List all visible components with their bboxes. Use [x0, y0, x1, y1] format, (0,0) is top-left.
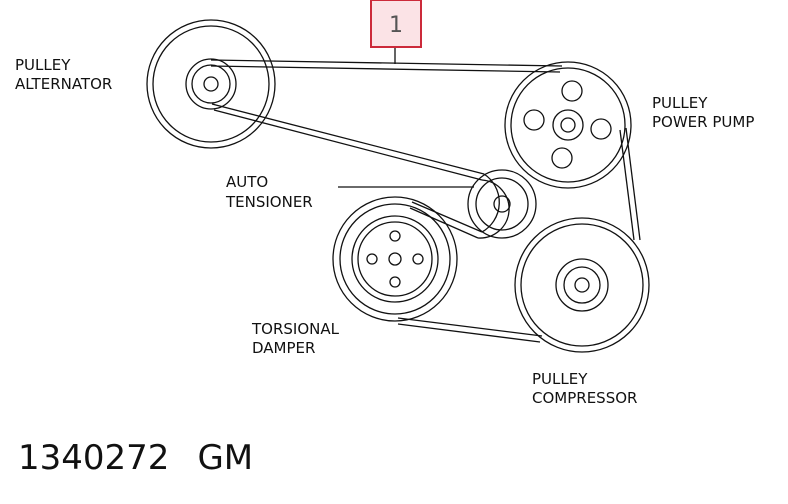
- label-alternator: PULLEY ALTERNATOR: [15, 56, 112, 93]
- label-damper: TORSIONAL DAMPER: [251, 320, 340, 357]
- svg-text:TENSIONER: TENSIONER: [225, 193, 313, 211]
- svg-text:PULLEY: PULLEY: [652, 94, 708, 112]
- figure-code: 1340272: [18, 438, 170, 478]
- svg-text:TORSIONAL: TORSIONAL: [251, 320, 340, 338]
- label-tensioner: AUTO TENSIONER: [225, 173, 313, 211]
- brand-label: GM: [197, 438, 254, 478]
- svg-text:POWER PUMP: POWER PUMP: [652, 113, 754, 131]
- callout-number: 1: [389, 13, 403, 38]
- svg-text:COMPRESSOR: COMPRESSOR: [532, 389, 637, 407]
- alternator-pulley: [146, 19, 276, 149]
- auto-tensioner: [467, 169, 537, 239]
- drive-belt: [210, 59, 641, 343]
- torsional-damper: [332, 196, 458, 322]
- svg-text:AUTO: AUTO: [226, 173, 268, 191]
- svg-text:PULLEY: PULLEY: [15, 56, 71, 74]
- label-compressor: PULLEY COMPRESSOR: [532, 370, 637, 407]
- svg-text:ALTERNATOR: ALTERNATOR: [15, 75, 112, 93]
- svg-text:PULLEY: PULLEY: [532, 370, 588, 388]
- compressor-pulley: [514, 217, 650, 353]
- callout-1[interactable]: 1: [370, 0, 422, 48]
- svg-text:DAMPER: DAMPER: [252, 339, 315, 357]
- power-pump-pulley: [504, 61, 632, 189]
- figure-footer: 1340272 GM: [18, 438, 253, 486]
- label-power-pump: PULLEY POWER PUMP: [652, 94, 754, 131]
